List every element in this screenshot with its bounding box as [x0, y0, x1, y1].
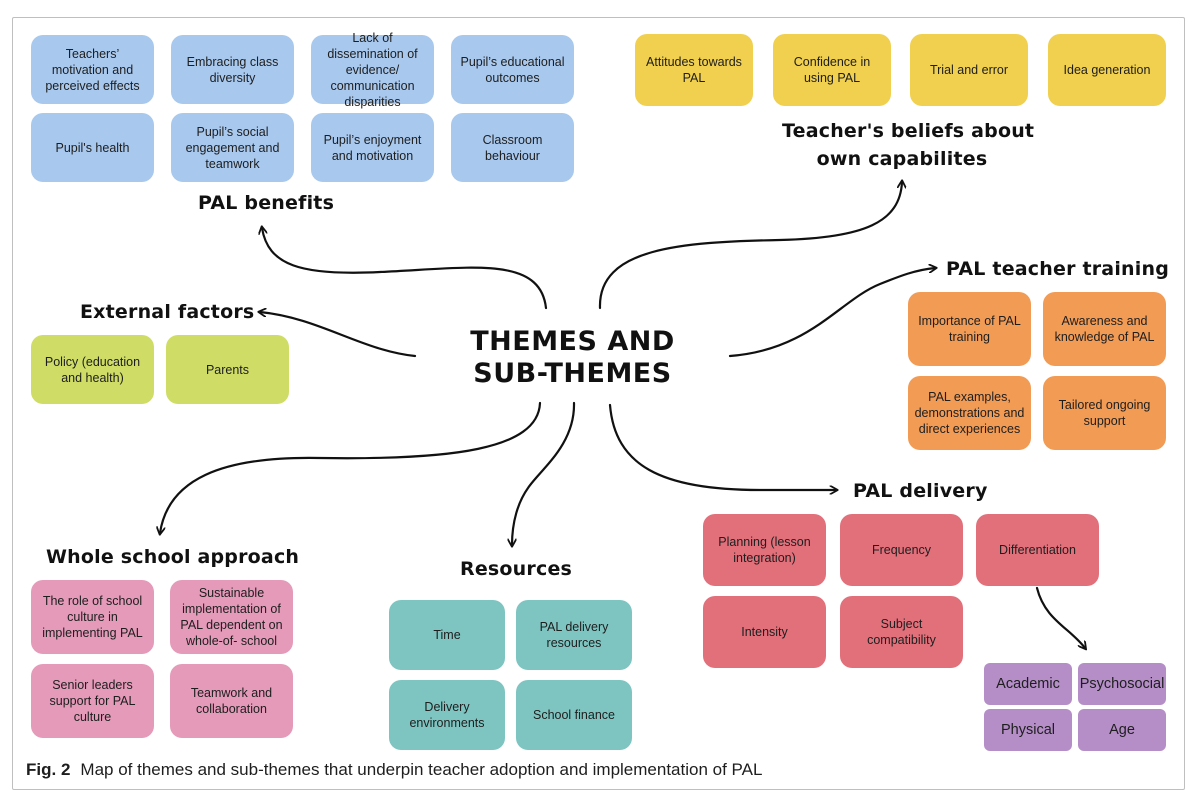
teacher-training-item: PAL examples, demonstrations and direct … [908, 376, 1031, 450]
center-title: THEMES AND SUB-THEMES [470, 326, 675, 389]
pal-delivery-item: Differentiation [976, 514, 1099, 586]
pal-benefit-item: Pupil's health [31, 113, 154, 182]
resource-item: Delivery environments [389, 680, 505, 750]
pal-benefit-item: Pupil’s educational outcomes [451, 35, 574, 104]
pal-delivery-item: Subject compatibility [840, 596, 963, 668]
differentiation-type-item: Academic [984, 663, 1072, 705]
pal-benefit-item: Pupil’s enjoyment and motivation [311, 113, 434, 182]
arrow-to-pal-delivery [608, 403, 836, 490]
teacher-training-item: Tailored ongoing support [1043, 376, 1166, 450]
pal-delivery-item: Intensity [703, 596, 826, 668]
differentiation-type-item: Physical [984, 709, 1072, 751]
external-factor-item: Parents [166, 335, 289, 404]
pal-benefit-item: Classroom behaviour [451, 113, 574, 182]
resources-heading: Resources [460, 558, 573, 580]
whole-school-item: The role of school culture in implementi… [31, 580, 154, 654]
pal-benefit-item: Pupil’s social engagement and teamwork [171, 113, 294, 182]
arrow-to-whole-school [160, 401, 542, 533]
arrow-to-external-factors [260, 312, 417, 358]
pal-benefit-item: Lack of dissemination of evidence/ commu… [311, 31, 434, 109]
arrow-to-pal-benefits [262, 228, 548, 310]
arrow-to-resources [512, 401, 576, 545]
teacher-beliefs-heading-line1: Teacher's beliefs about [782, 120, 1035, 142]
figure-frame [12, 17, 1185, 790]
pal-benefit-item: Embracing class diversity [171, 35, 294, 104]
arrow-to-teacher-beliefs [598, 182, 902, 310]
resource-item: School finance [516, 680, 632, 750]
arrow-to-differentiation-types [1035, 586, 1085, 648]
whole-school-item: Senior leaders support for PAL culture [31, 664, 154, 738]
resource-item: PAL delivery resources [516, 600, 632, 670]
resource-item: Time [389, 600, 505, 670]
teacher-beliefs-heading-line2: own capabilites [816, 148, 988, 170]
teacher-training-item: Awareness and knowledge of PAL [1043, 292, 1166, 366]
arrow-to-teacher-training [728, 268, 935, 358]
figure-caption-label: Fig. 2 [26, 760, 71, 779]
teacher-belief-item: Confidence in using PAL [773, 34, 891, 106]
pal-delivery-heading: PAL delivery [853, 480, 988, 502]
differentiation-type-item: Age [1078, 709, 1166, 751]
teacher-beliefs-heading: Teacher's beliefs about own capabilites [782, 117, 1034, 173]
whole-school-heading: Whole school approach [46, 546, 300, 568]
differentiation-type-item: Psychosocial [1078, 663, 1166, 705]
whole-school-item: Sustainable implementation of PAL depend… [170, 580, 293, 654]
teacher-belief-item: Trial and error [910, 34, 1028, 106]
pal-delivery-item: Frequency [840, 514, 963, 586]
pal-delivery-item: Planning (lesson integration) [703, 514, 826, 586]
teacher-belief-item: Idea generation [1048, 34, 1166, 106]
teacher-belief-item: Attitudes towards PAL [635, 34, 753, 106]
teacher-training-item: Importance of PAL training [908, 292, 1031, 366]
teacher-training-heading: PAL teacher training [946, 258, 1170, 280]
pal-benefits-heading: PAL benefits [198, 192, 335, 214]
figure-caption: Fig. 2 Map of themes and sub-themes that … [26, 760, 762, 780]
external-factor-item: Policy (education and health) [31, 335, 154, 404]
figure-caption-text: Map of themes and sub-themes that underp… [80, 760, 763, 779]
pal-benefit-item: Teachers’ motivation and perceived effec… [31, 35, 154, 104]
external-factors-heading: External factors [80, 301, 255, 323]
whole-school-item: Teamwork and collaboration [170, 664, 293, 738]
